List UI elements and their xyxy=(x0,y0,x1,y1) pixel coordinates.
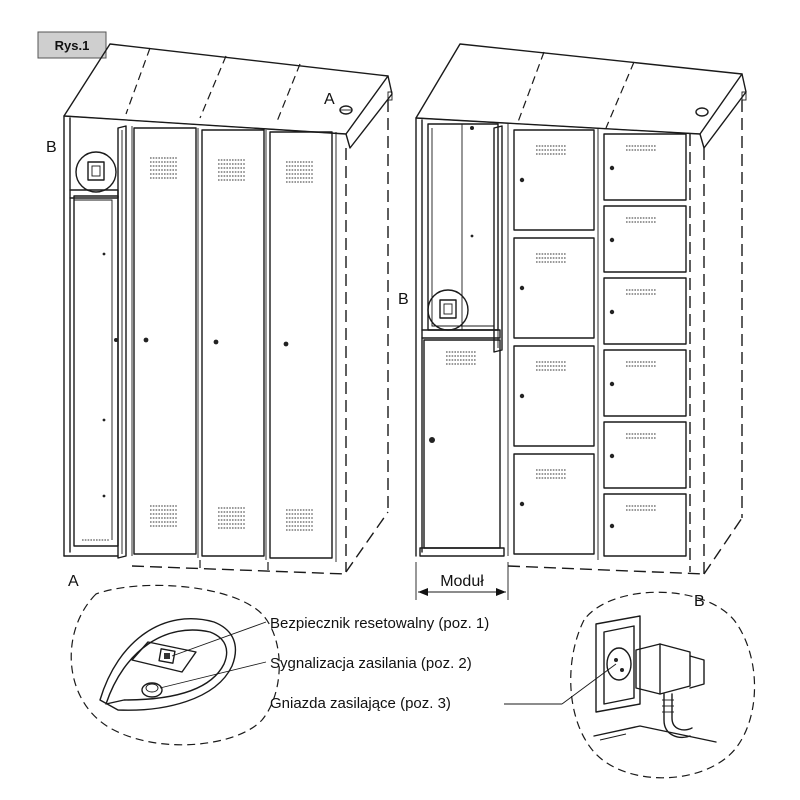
detail-b: B xyxy=(504,591,756,779)
figure-tag: Rys.1 xyxy=(37,31,107,59)
label-b-left1: B xyxy=(46,139,57,156)
label-a-bottom: A xyxy=(68,573,79,590)
callout-fuse: Bezpiecznik resetowalny (poz. 1) xyxy=(270,615,489,632)
figure-tag-text: Rys.1 xyxy=(55,38,90,53)
right-cabinet: B xyxy=(398,43,747,600)
callout-power-signal: Sygnalizacja zasilania (poz. 2) xyxy=(270,655,472,672)
detail-a xyxy=(70,584,280,746)
label-b-left2: B xyxy=(398,291,409,308)
label-a-top: A xyxy=(324,91,335,108)
label-b-bottom: B xyxy=(694,593,705,610)
module-label: Moduł xyxy=(440,573,484,590)
left-cabinet: A B xyxy=(46,43,393,590)
callout-power-sockets: Gniazda zasilające (poz. 3) xyxy=(270,695,451,712)
